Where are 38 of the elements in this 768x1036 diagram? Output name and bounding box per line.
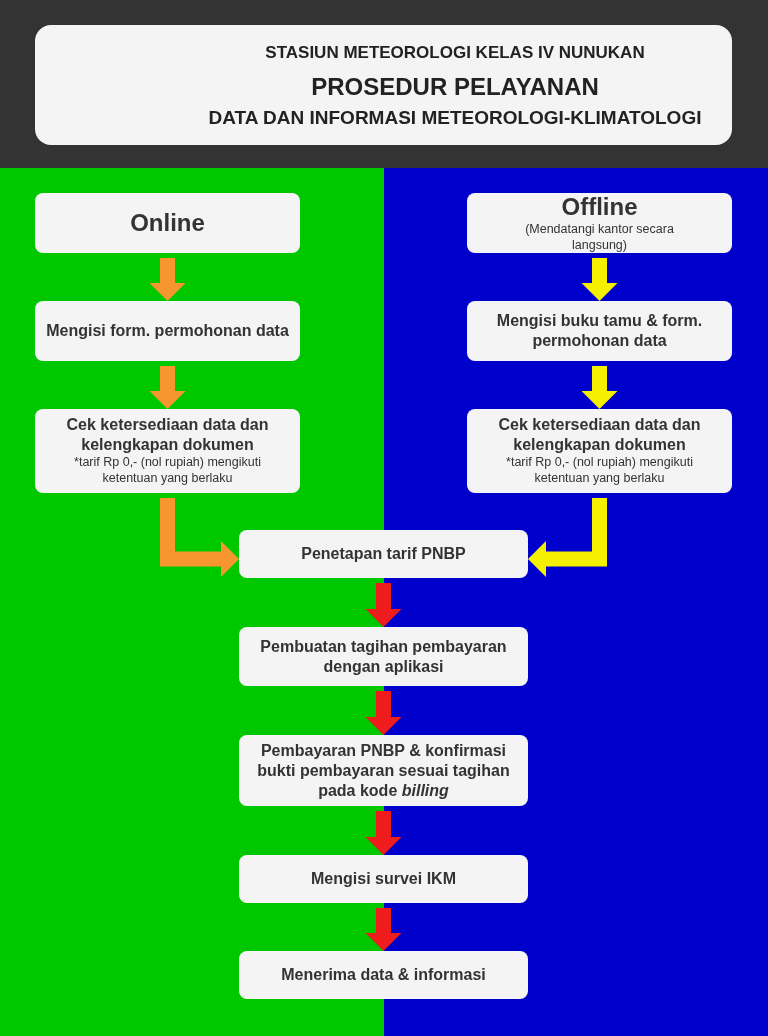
step-note: (Mendatangi kantor secara langsung) bbox=[524, 222, 675, 254]
block-arrow bbox=[365, 908, 402, 951]
block-arrow bbox=[149, 258, 186, 301]
process-box bbox=[239, 530, 528, 578]
step-text: Offline bbox=[561, 192, 638, 223]
block-arrow bbox=[160, 498, 239, 577]
step-text: Mengisi buku tamu & form. permohonan data bbox=[495, 311, 704, 351]
step-note: *tarif Rp 0,- (nol rupiah) mengikuti ketentuan yang berlaku bbox=[73, 455, 262, 487]
step-text: Cek ketersediaan data dan kelengkapan dokumen bbox=[497, 415, 702, 456]
block-arrow bbox=[581, 366, 618, 409]
process-box bbox=[239, 855, 528, 903]
step-text: Menerima data & informasi bbox=[281, 965, 486, 985]
block-arrow bbox=[365, 583, 402, 627]
step-text: Mengisi survei IKM bbox=[311, 869, 456, 889]
block-arrow bbox=[149, 366, 186, 409]
block-arrow bbox=[528, 498, 607, 577]
process-box bbox=[239, 627, 528, 686]
step-text: Online bbox=[130, 208, 205, 238]
process-box bbox=[467, 301, 732, 361]
process-box bbox=[467, 409, 732, 493]
subtitle: DATA DAN INFORMASI METEOROLOGI-KLIMATOLOGI bbox=[207, 107, 703, 129]
block-arrow bbox=[581, 258, 618, 301]
step-text: Pembayaran PNBP & konfirmasi bukti pembayaran sesuai tagihan pada kode billing bbox=[256, 740, 511, 801]
step-text: Penetapan tarif PNBP bbox=[301, 544, 466, 564]
step-text: Mengisi form. permohonan data bbox=[46, 321, 289, 341]
process-box bbox=[35, 301, 300, 361]
process-box bbox=[239, 735, 528, 806]
process-box bbox=[467, 193, 732, 253]
station-name: STASIUN METEOROLOGI KELAS IV NUNUKAN bbox=[264, 43, 646, 63]
process-box bbox=[239, 951, 528, 999]
process-box bbox=[35, 409, 300, 493]
step-text: Cek ketersediaan data dan kelengkapan dokumen bbox=[65, 415, 270, 456]
block-arrow bbox=[365, 691, 402, 735]
process-box bbox=[35, 193, 300, 253]
title: PROSEDUR PELAYANAN bbox=[310, 73, 600, 101]
step-note: *tarif Rp 0,- (nol rupiah) mengikuti ketentuan yang berlaku bbox=[505, 455, 694, 487]
block-arrow bbox=[365, 811, 402, 855]
step-text: Pembuatan tagihan pembayaran dengan aplikasi bbox=[259, 636, 508, 677]
